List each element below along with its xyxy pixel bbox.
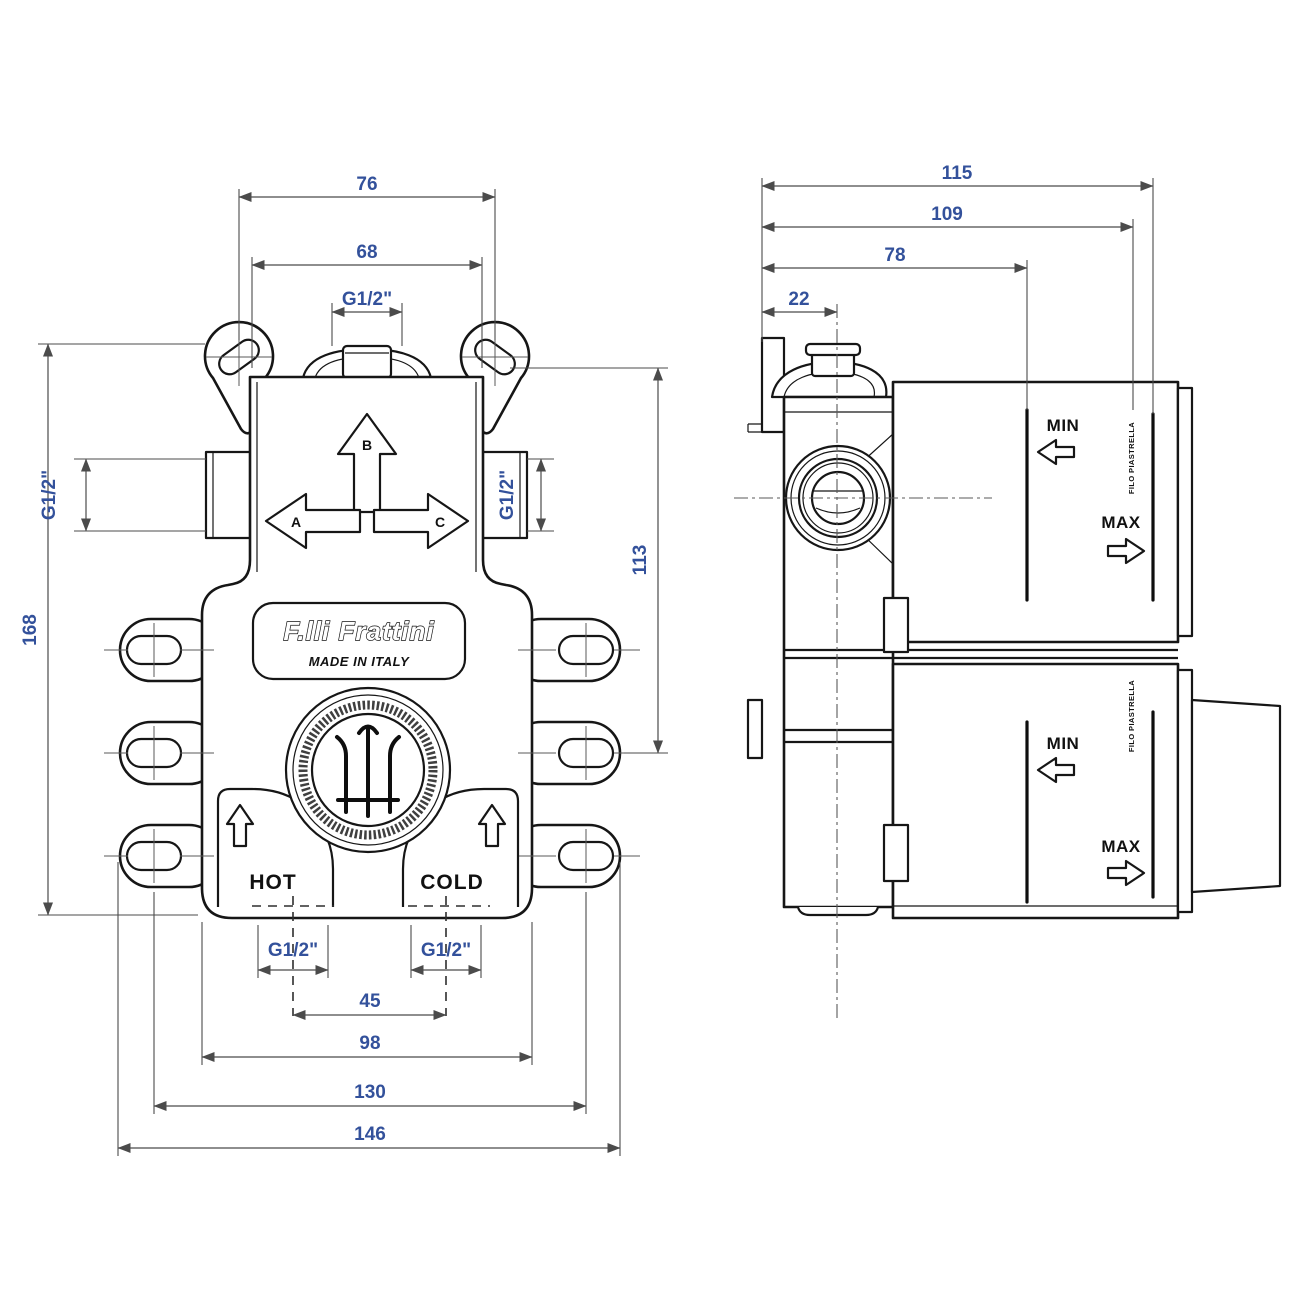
dim-top-inner: 68 [356, 242, 377, 263]
hot-up-arrow-icon [225, 803, 255, 848]
arrow-a-left [264, 492, 362, 550]
arrow-b-up [336, 412, 398, 514]
centerlines [734, 304, 992, 1020]
front-dimensions: 76 68 G1/2" G1/2" G1/2" 168 113 G1/2" G1… [20, 174, 668, 1156]
tab-crosshairs [104, 330, 640, 883]
upper-max-label: MAX [1101, 513, 1140, 532]
side-left-tab [746, 698, 764, 760]
lower-min-label: MIN [1047, 734, 1080, 753]
dim-left-port: G1/2" [39, 470, 60, 520]
cold-up-arrow-icon [477, 803, 507, 848]
top-port [301, 344, 433, 380]
left-port-flange [204, 450, 258, 540]
dim-right-port: G1/2" [497, 470, 518, 520]
cold-label: COLD [420, 871, 484, 894]
lower-cover-note: FILO PIASTRELLA [1127, 680, 1136, 752]
upper-max-arrow-icon [1106, 537, 1146, 565]
dim-flange-offset: 22 [788, 289, 809, 310]
dim-port-spacing: 45 [359, 991, 381, 1012]
lower-cover-markings: FILO PIASTRELLA MIN MAX [1025, 680, 1155, 904]
lower-cover-box [891, 662, 1194, 920]
side-dimensions: 115 109 78 22 [761, 163, 1154, 414]
hot-label: HOT [249, 871, 296, 894]
dim-overall-width: 146 [354, 1124, 386, 1145]
dim-top-outer: 76 [356, 174, 377, 195]
cover-clip-lower [882, 823, 910, 883]
dim-hot-port: G1/2" [268, 940, 318, 961]
lower-min-arrow-icon [1036, 756, 1076, 784]
trident-glyph-icon [335, 724, 401, 818]
brand-name: F.lli Frattini [283, 616, 434, 646]
lower-max-arrow-icon [1106, 859, 1146, 887]
dim-max-depth: 109 [931, 204, 963, 225]
dim-body-width: 98 [359, 1033, 380, 1054]
brand-plate: F.lli Frattini MADE IN ITALY [251, 601, 467, 681]
upper-min-label: MIN [1047, 416, 1080, 435]
upper-min-arrow-icon [1036, 438, 1076, 466]
arrow-c-right [372, 492, 470, 550]
dim-right-span: 113 [630, 545, 651, 576]
outlet-spigot [1190, 698, 1282, 894]
dim-min-depth: 78 [884, 245, 905, 266]
dim-cold-port: G1/2" [421, 940, 471, 961]
side-top-port [770, 342, 888, 399]
upper-cover-markings: MIN FILO PIASTRELLA MAX [1025, 408, 1155, 602]
upper-cover-box [891, 380, 1194, 644]
port-label-a: A [291, 514, 301, 530]
made-in-italy-label: MADE IN ITALY [309, 654, 410, 669]
flow-arrows: B A C [264, 412, 470, 550]
front-view: B A C F.lli Frattini MADE IN ITALY HOT C… [104, 320, 640, 1016]
dim-overall-height: 168 [20, 614, 41, 646]
hidden-port-lines [252, 896, 490, 1016]
cover-clip-upper [882, 596, 910, 654]
lower-max-label: MAX [1101, 837, 1140, 856]
frattini-logo [284, 686, 452, 854]
dim-tab-span: 130 [354, 1082, 386, 1103]
dim-overall-depth: 115 [942, 163, 973, 184]
dim-top-port: G1/2" [342, 289, 392, 310]
port-label-b: B [362, 437, 372, 453]
side-view: MIN FILO PIASTRELLA MAX FILO PIASTRELLA … [734, 304, 1282, 1020]
upper-cover-note: FILO PIASTRELLA [1127, 422, 1136, 494]
port-label-c: C [435, 514, 445, 530]
